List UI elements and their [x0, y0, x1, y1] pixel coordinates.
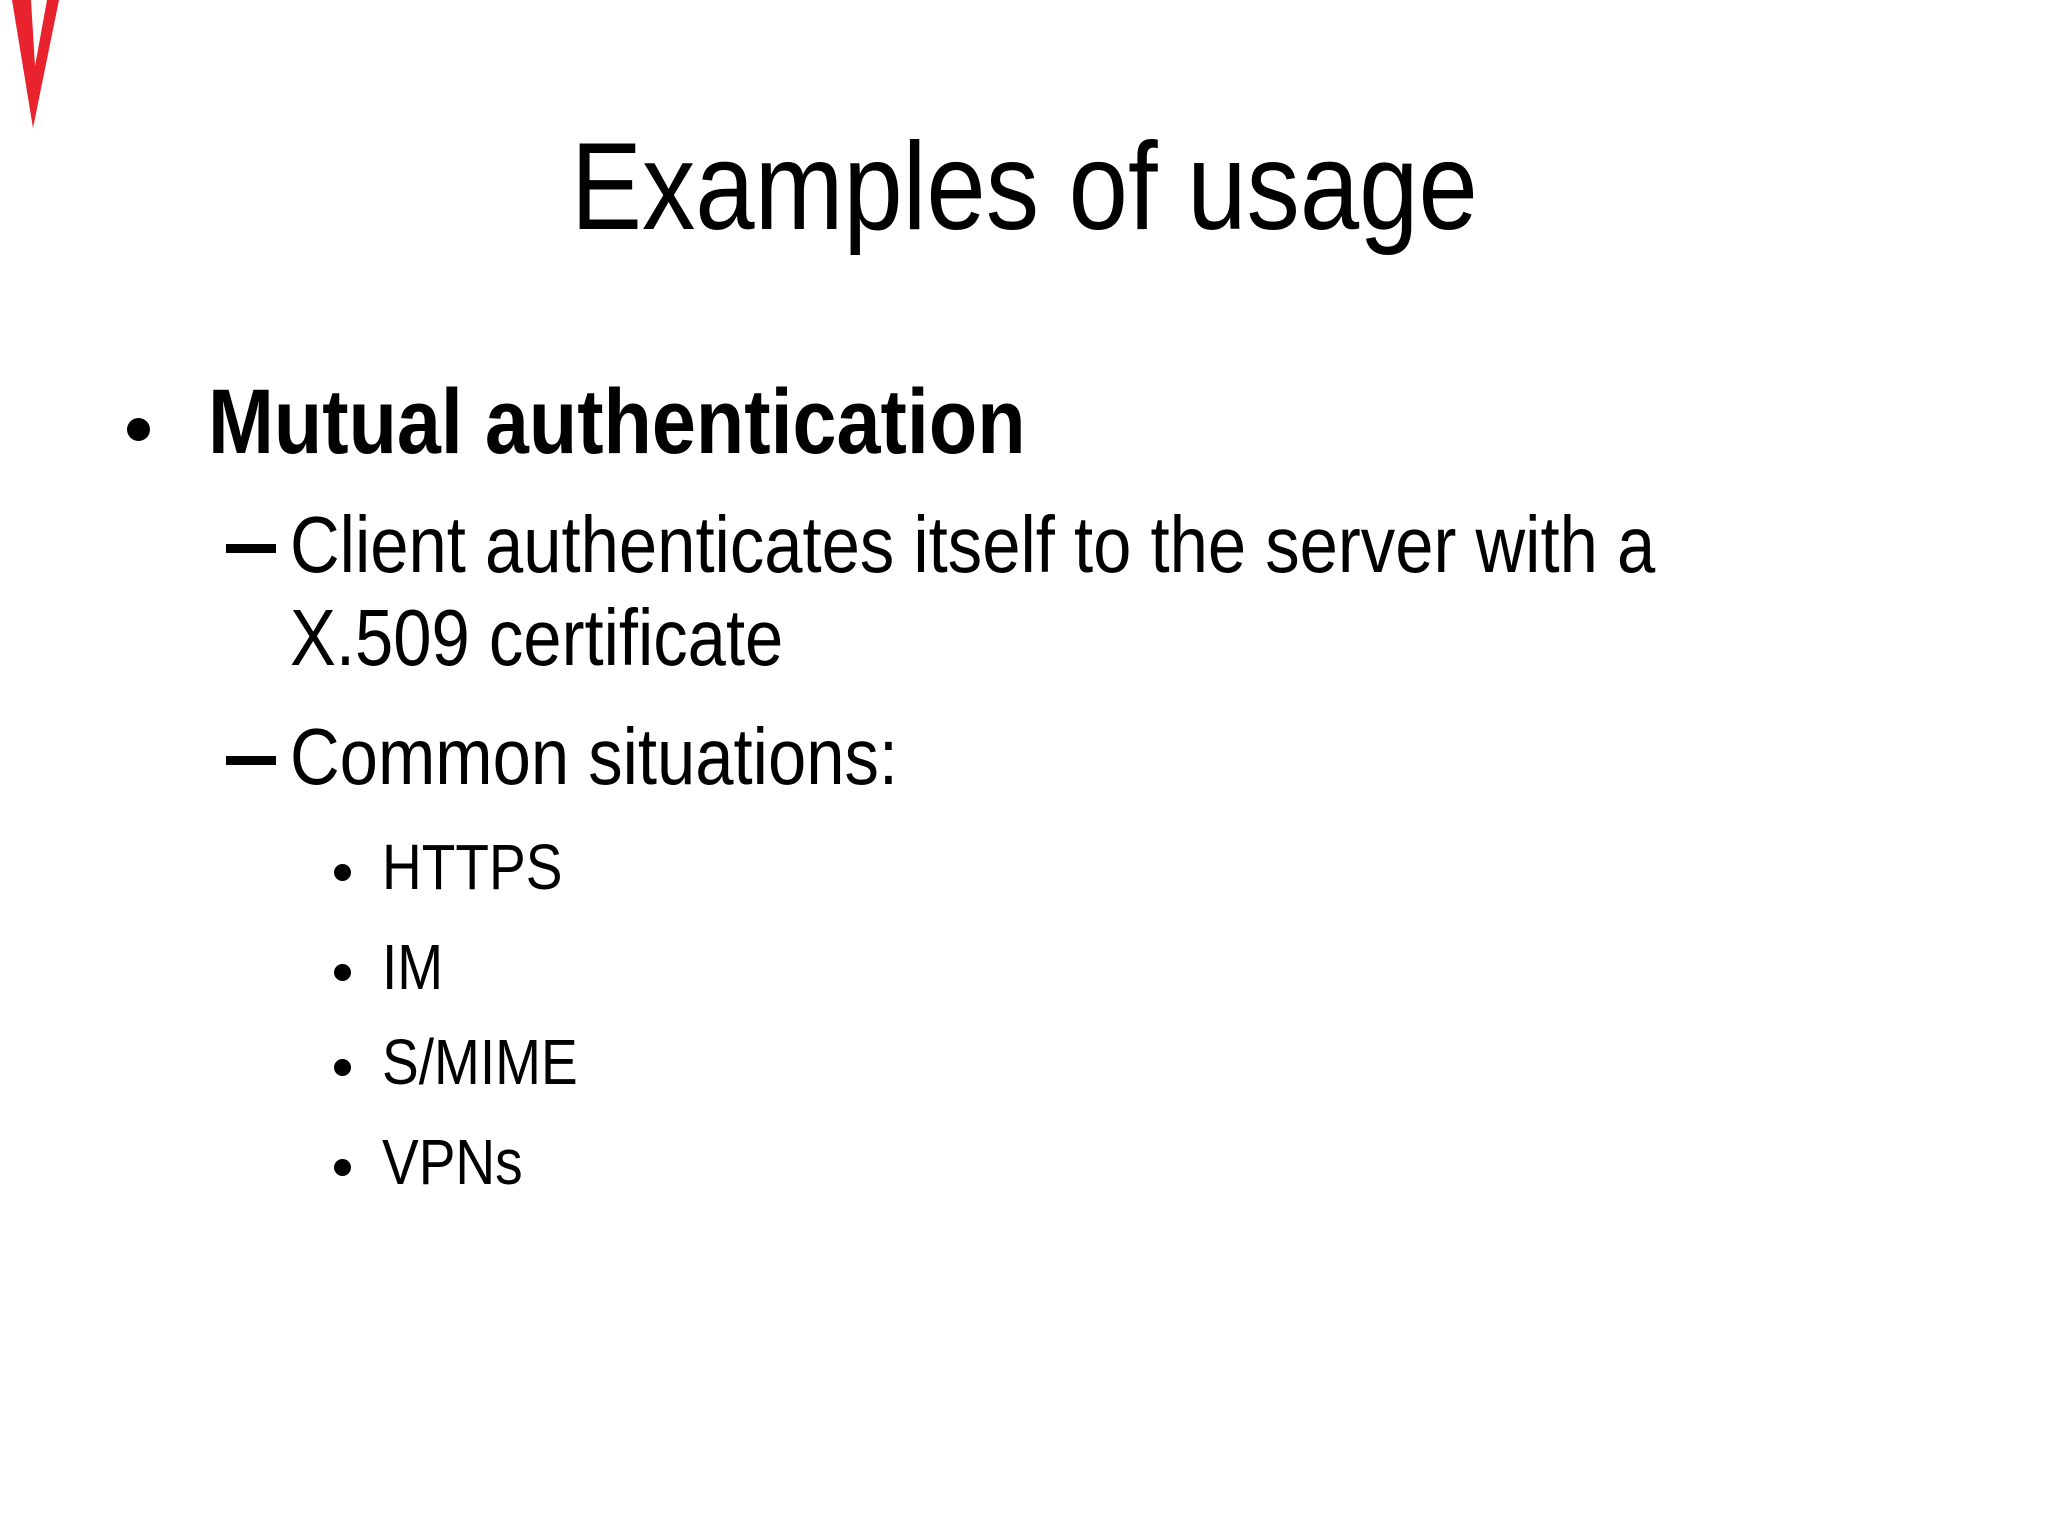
level3-round-bullet-icon [334, 864, 351, 881]
level1-bullet-text: Mutual authentication [208, 371, 1026, 473]
corner-red-ribbon-shape [12, 0, 59, 128]
slide-title-text: Examples of usage [570, 118, 1478, 256]
level1-round-bullet-icon [127, 418, 150, 441]
level3-bullet-item: HTTPS [382, 835, 592, 899]
level2-bullet-item-line: Client authenticates itself to the serve… [290, 505, 1877, 585]
level3-bullet-item: IM [382, 935, 453, 999]
level2-bullet-text: X.509 certificate [290, 593, 784, 682]
level2-bullet-text: Common situations: [290, 712, 898, 801]
level3-round-bullet-icon [334, 1059, 351, 1076]
level3-round-bullet-icon [334, 964, 351, 981]
level1-bullet-item: Mutual authentication [208, 376, 1159, 468]
level2-dash-bullet-icon [226, 544, 276, 553]
slide-title: Examples of usage [0, 125, 2048, 249]
level3-bullet-text: IM [382, 931, 444, 1003]
level3-bullet-text: S/MIME [382, 1026, 578, 1098]
level2-dash-bullet-icon [226, 756, 276, 765]
level2-bullet-item-line: X.509 certificate [290, 598, 864, 678]
level3-bullet-text: VPNs [382, 1126, 523, 1198]
level3-bullet-item: VPNs [382, 1130, 546, 1194]
level3-bullet-item: S/MIME [382, 1030, 610, 1094]
level3-bullet-text: HTTPS [382, 831, 563, 903]
level2-bullet-item-line: Common situations: [290, 717, 997, 797]
level3-round-bullet-icon [334, 1159, 351, 1176]
corner-red-ribbon-icon [12, 0, 59, 128]
level2-bullet-text: Client authenticates itself to the serve… [290, 500, 1656, 589]
